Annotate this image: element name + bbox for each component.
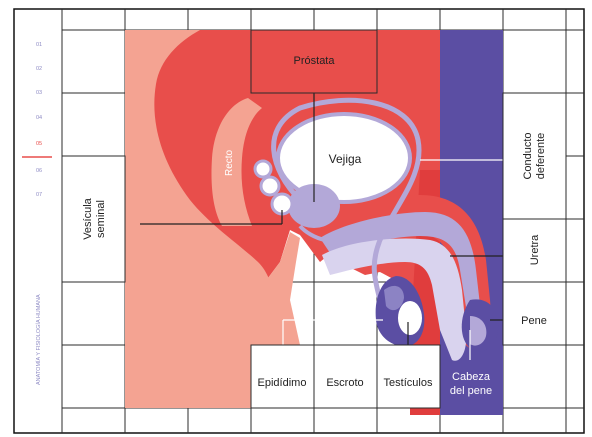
label-vesicula-line2: seminal (95, 200, 107, 238)
label-pene: Pene (521, 315, 547, 327)
label-cabeza-line2: del pene (450, 385, 492, 397)
page-number[interactable]: 03 (36, 90, 42, 96)
page-number[interactable]: 06 (36, 168, 42, 174)
label-cabeza-line1: Cabeza (452, 371, 491, 383)
label-conducto-line1: Conducto (522, 132, 534, 179)
page-number[interactable]: 07 (36, 192, 42, 198)
label-prostata: Próstata (294, 55, 336, 67)
label-conducto-line2: deferente (535, 133, 547, 179)
page-number[interactable]: 04 (36, 115, 42, 121)
label-uretra: Uretra (529, 234, 541, 265)
testicle (398, 301, 422, 335)
label-escroto: Escroto (326, 377, 363, 389)
page-number-active[interactable]: 05 (36, 141, 42, 147)
label-vejiga: Vejiga (329, 152, 362, 166)
label-epididimo: Epidídimo (258, 377, 307, 389)
vertical-caption: ANATOMÍA Y FISIOLOGÍA HUMANA (35, 294, 42, 385)
page-number[interactable]: 02 (36, 66, 42, 72)
page-number[interactable]: 01 (36, 42, 42, 48)
label-vesicula-line1: Vesícula (82, 197, 94, 239)
label-recto: Recto (224, 149, 235, 176)
label-testiculos: Testículos (384, 377, 433, 389)
